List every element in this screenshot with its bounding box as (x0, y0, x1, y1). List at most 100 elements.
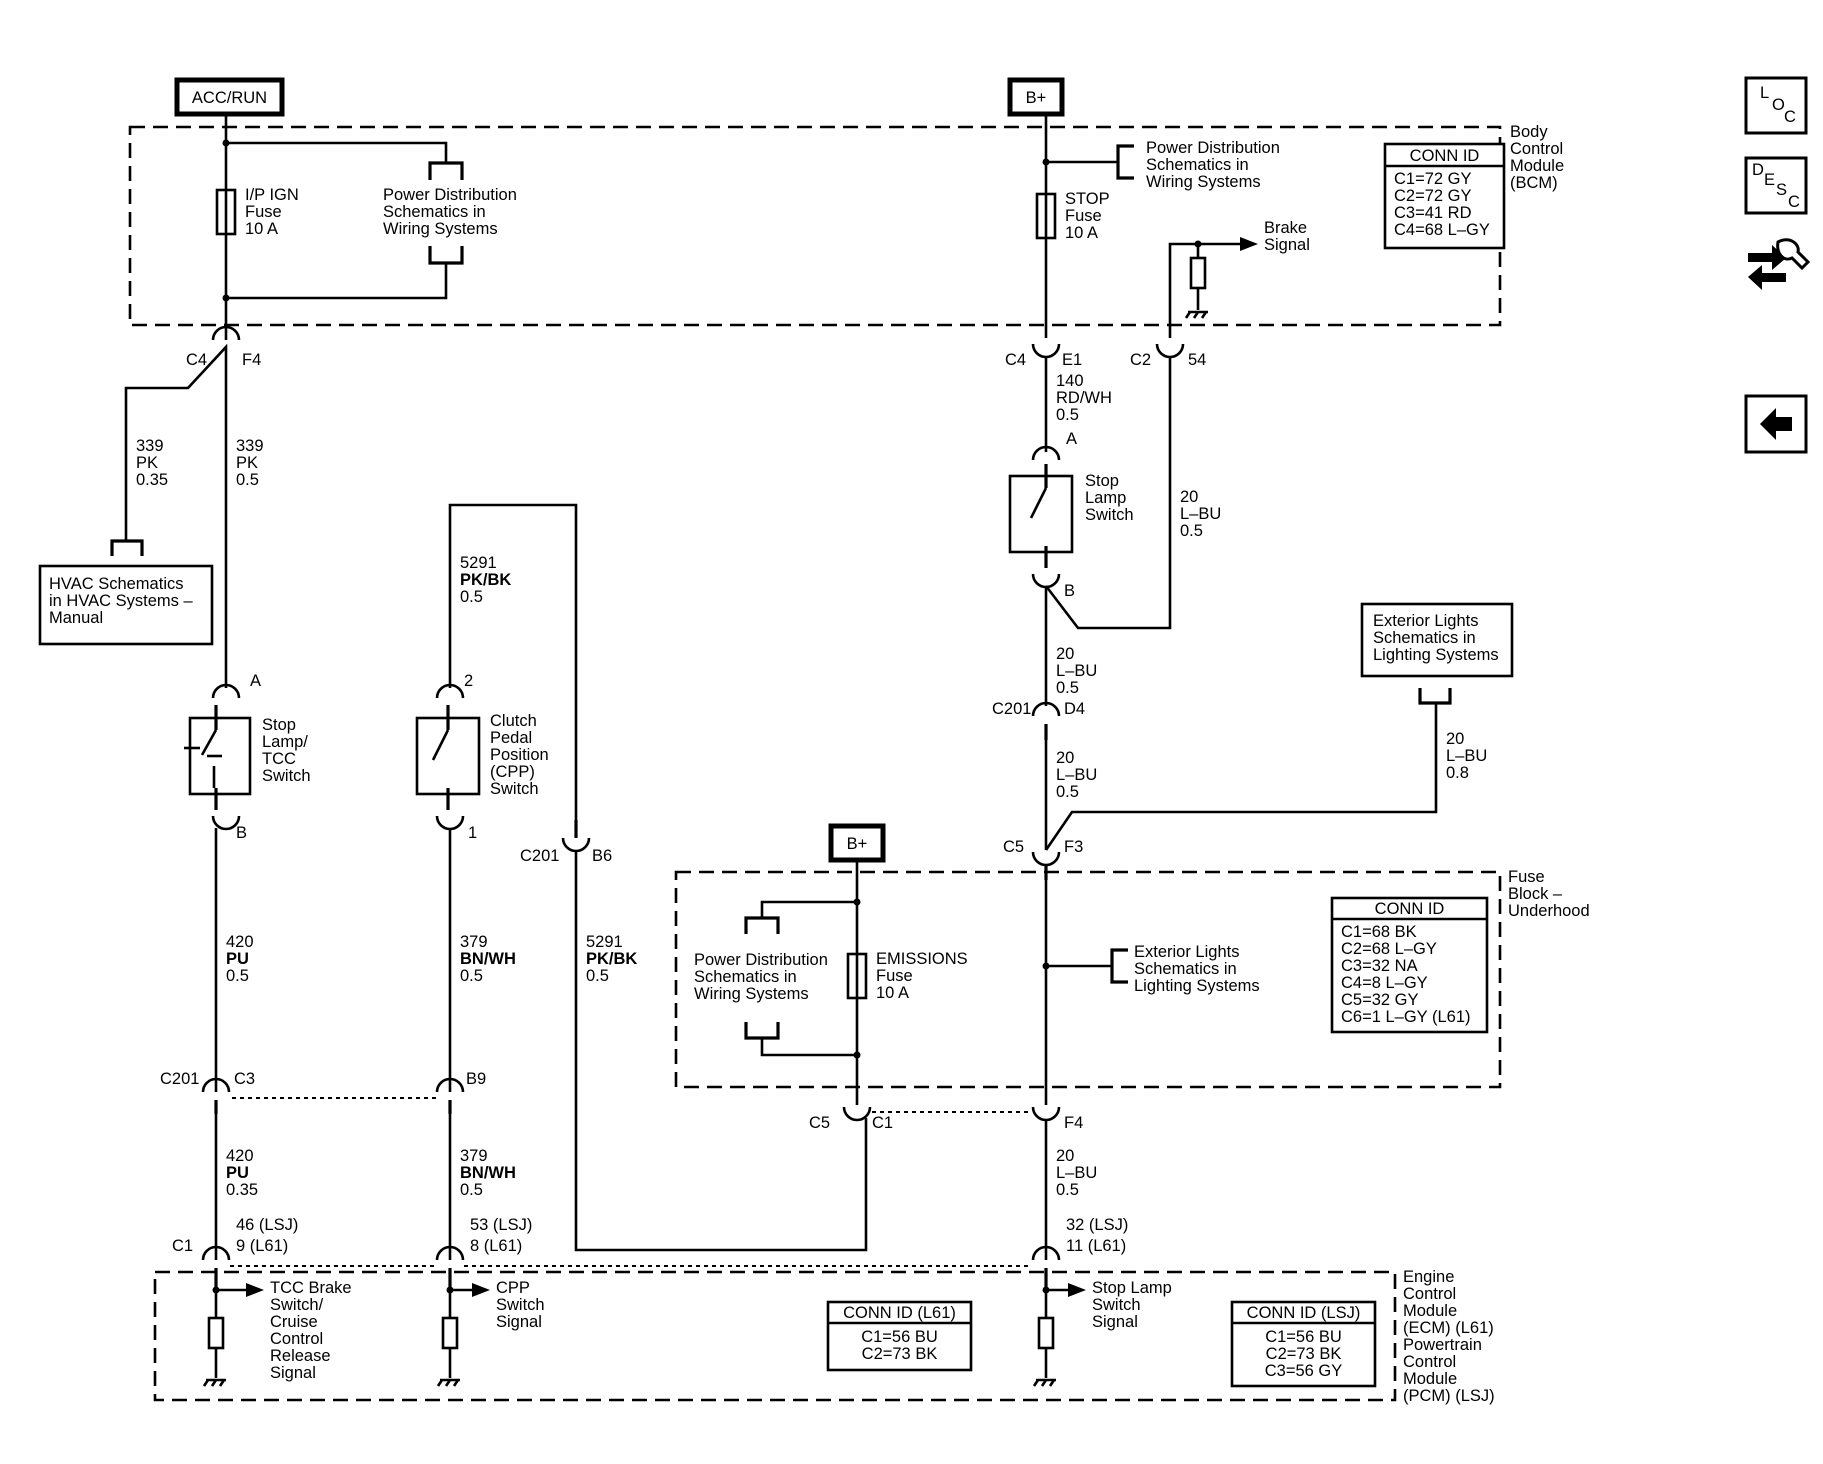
svg-text:Module: Module (1403, 1370, 1457, 1388)
svg-text:Fuse: Fuse (876, 967, 913, 985)
svg-text:Switch/: Switch/ (270, 1296, 324, 1314)
svg-text:L–BU: L–BU (1056, 1164, 1097, 1182)
svg-text:TCC Brake: TCC Brake (270, 1279, 352, 1297)
svg-text:Cruise: Cruise (270, 1313, 318, 1331)
svg-text:L–BU: L–BU (1056, 662, 1097, 680)
svg-text:PK/BK: PK/BK (586, 950, 637, 968)
svg-text:20: 20 (1056, 645, 1074, 663)
svg-text:C3: C3 (234, 1070, 255, 1088)
svg-text:B+: B+ (1026, 89, 1047, 107)
svg-text:Switch: Switch (1085, 506, 1134, 524)
connector-a-tcc: A (211, 672, 261, 699)
svg-text:Wiring Systems: Wiring Systems (383, 220, 498, 238)
exterior-lights-ref-2: Exterior Lights Schematics in Lighting S… (1042, 943, 1260, 995)
loc-button[interactable]: L O C (1744, 76, 1808, 135)
wire-20-ext-run (1044, 703, 1438, 851)
svg-text:Power Distribution: Power Distribution (1146, 139, 1280, 157)
svg-text:Schematics in: Schematics in (694, 968, 797, 986)
back-arrow-button[interactable] (1744, 394, 1808, 454)
wire-label-20-right: 20 L–BU 0.5 (1180, 488, 1221, 540)
svg-text:Switch: Switch (496, 1296, 545, 1314)
cpp-signal-label: CPP Switch Signal (496, 1279, 545, 1331)
wire-label-20-ext: 20 L–BU 0.8 (1446, 730, 1487, 782)
svg-text:0.5: 0.5 (236, 471, 259, 489)
bplus-source-top: B+ (1007, 77, 1065, 117)
svg-text:B+: B+ (847, 835, 868, 853)
ip-ign-fuse-label: I/P IGN Fuse 10 A (245, 186, 299, 238)
tcc-signal-circuit (202, 1268, 264, 1387)
bplus-source-fuse-block: B+ (828, 823, 886, 863)
svg-text:9 (L61): 9 (L61) (236, 1237, 288, 1255)
svg-text:O: O (1772, 96, 1785, 114)
ecm-pin-stop: 32 (LSJ) 11 (L61) (1066, 1216, 1128, 1255)
svg-text:Schematics in: Schematics in (1373, 629, 1476, 647)
wire-5291-bottom-run (574, 850, 868, 1252)
fuse-block-conn-id-table: CONN ID C1=68 BK C2=68 L–GY C3=32 NA C4=… (1330, 896, 1489, 1034)
svg-text:53 (LSJ): 53 (LSJ) (470, 1216, 532, 1234)
tcc-signal-label: TCC Brake Switch/ Cruise Control Release… (270, 1279, 352, 1382)
connector-b-tcc: B (211, 815, 247, 842)
svg-text:10 A: 10 A (876, 984, 909, 1002)
svg-text:B6: B6 (592, 847, 612, 865)
svg-text:C4: C4 (186, 351, 207, 369)
desc-button[interactable]: D E S C (1744, 156, 1808, 215)
svg-text:L: L (1760, 84, 1769, 102)
svg-text:420: 420 (226, 933, 254, 951)
svg-text:Clutch: Clutch (490, 712, 537, 730)
stop-fuse-label: STOP Fuse 10 A (1065, 190, 1110, 242)
svg-text:C1: C1 (172, 1237, 193, 1255)
svg-text:CONN ID (LSJ): CONN ID (LSJ) (1247, 1304, 1361, 1322)
emissions-fuse-label: EMISSIONS Fuse 10 A (876, 950, 968, 1002)
svg-text:5291: 5291 (460, 554, 497, 572)
connector-c201-c3-b9: C201 C3 B9 (160, 1070, 486, 1114)
svg-text:Release: Release (270, 1347, 331, 1365)
wire-label-379-top: 379 BN/WH 0.5 (460, 933, 516, 985)
svg-text:0.8: 0.8 (1446, 764, 1469, 782)
svg-text:Switch: Switch (262, 767, 311, 785)
cpp-signal-circuit (436, 1268, 490, 1387)
svg-text:Powertrain: Powertrain (1403, 1336, 1482, 1354)
svg-text:BN/WH: BN/WH (460, 1164, 516, 1182)
svg-text:L–BU: L–BU (1180, 505, 1221, 523)
back-arrow-icon (1760, 408, 1792, 440)
svg-text:0.5: 0.5 (460, 1181, 483, 1199)
wire-label-379-bottom: 379 BN/WH 0.5 (460, 1147, 516, 1199)
svg-text:379: 379 (460, 1147, 488, 1165)
svg-text:L–BU: L–BU (1446, 747, 1487, 765)
svg-text:C2=72 GY: C2=72 GY (1394, 187, 1472, 205)
svg-text:A: A (250, 672, 261, 690)
svg-text:PK/BK: PK/BK (460, 571, 511, 589)
svg-text:140: 140 (1056, 372, 1084, 390)
svg-text:S: S (1776, 181, 1787, 199)
svg-text:339: 339 (236, 437, 264, 455)
ip-ign-circuit (222, 114, 464, 340)
stop-lamp-signal-circuit (1032, 1268, 1086, 1387)
svg-text:Control: Control (1510, 140, 1563, 158)
wire-label-420-bottom: 420 PU 0.35 (226, 1147, 258, 1199)
wire-label-20-d4-top: 20 L–BU 0.5 (1056, 645, 1097, 697)
svg-text:20: 20 (1180, 488, 1198, 506)
svg-text:D4: D4 (1064, 700, 1085, 718)
svg-text:Module: Module (1403, 1302, 1457, 1320)
brake-signal-label: Brake Signal (1264, 219, 1310, 254)
svg-text:C5: C5 (1003, 838, 1024, 856)
connector-c1-ecm: C1 (172, 1237, 1061, 1267)
svg-text:Switch: Switch (1092, 1296, 1141, 1314)
diagnostic-tools-icon[interactable] (1748, 238, 1811, 290)
svg-text:(BCM): (BCM) (1510, 174, 1558, 192)
svg-text:C: C (1788, 193, 1800, 211)
exterior-lights-ref-1: Exterior Lights Schematics in Lighting S… (1360, 602, 1514, 705)
connector-a-stop-lamp: A (1031, 430, 1077, 461)
svg-text:0.5: 0.5 (1056, 1181, 1079, 1199)
svg-text:Fuse: Fuse (245, 203, 282, 221)
stop-lamp-switch-label: Stop Lamp Switch (1085, 472, 1134, 524)
wire-label-5291-mid: 5291 PK/BK 0.5 (586, 933, 637, 985)
svg-text:STOP: STOP (1065, 190, 1110, 208)
svg-text:420: 420 (226, 1147, 254, 1165)
svg-text:C2: C2 (1130, 351, 1151, 369)
hvac-ref: HVAC Schematics in HVAC Systems – Manual (38, 539, 214, 646)
svg-text:B9: B9 (466, 1070, 486, 1088)
svg-text:HVAC Schematics: HVAC Schematics (49, 575, 183, 593)
connector-2-cpp: 2 (435, 672, 473, 699)
wire-label-20-d4-bot: 20 L–BU 0.5 (1056, 749, 1097, 801)
